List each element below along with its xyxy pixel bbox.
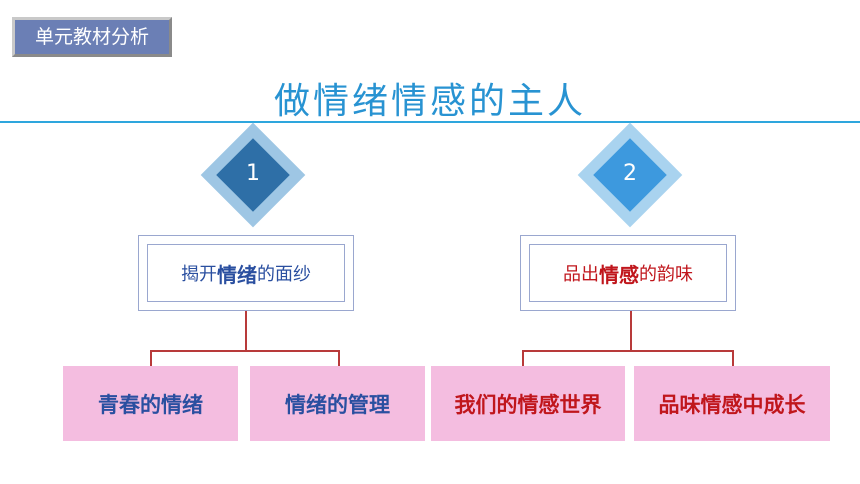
leaf-2-2: 品味情感中成长 [634, 366, 830, 441]
connector-2-left-drop [522, 350, 524, 366]
connector-2-right-drop [732, 350, 734, 366]
section-tag: 单元教材分析 [12, 17, 172, 57]
concept-box-2: 品出情感的韵味 [520, 235, 736, 311]
page-title: 做情绪情感的主人 [273, 81, 586, 122]
box-2-bold: 情感 [599, 262, 639, 287]
box-1-bold: 情绪 [217, 262, 257, 287]
title-divider [0, 121, 860, 123]
connector-1-left-drop [150, 350, 152, 366]
leaf-1-1: 青春的情绪 [63, 366, 238, 441]
concept-box-1: 揭开情绪的面纱 [138, 235, 354, 311]
leaf-2-1: 我们的情感世界 [431, 366, 625, 441]
connector-1-horizontal [150, 350, 340, 352]
connector-2-vertical [630, 311, 632, 351]
diamond-number-2: 2 [623, 161, 637, 186]
connector-1-vertical [245, 311, 247, 351]
connector-1-right-drop [338, 350, 340, 366]
box-2-post: 的韵味 [639, 264, 693, 285]
connector-2-horizontal [522, 350, 734, 352]
diamond-number-1: 1 [246, 161, 260, 186]
box-2-pre: 品出 [563, 264, 599, 285]
leaf-1-2: 情绪的管理 [250, 366, 425, 441]
box-1-post: 的面纱 [257, 264, 311, 285]
box-1-pre: 揭开 [181, 264, 217, 285]
